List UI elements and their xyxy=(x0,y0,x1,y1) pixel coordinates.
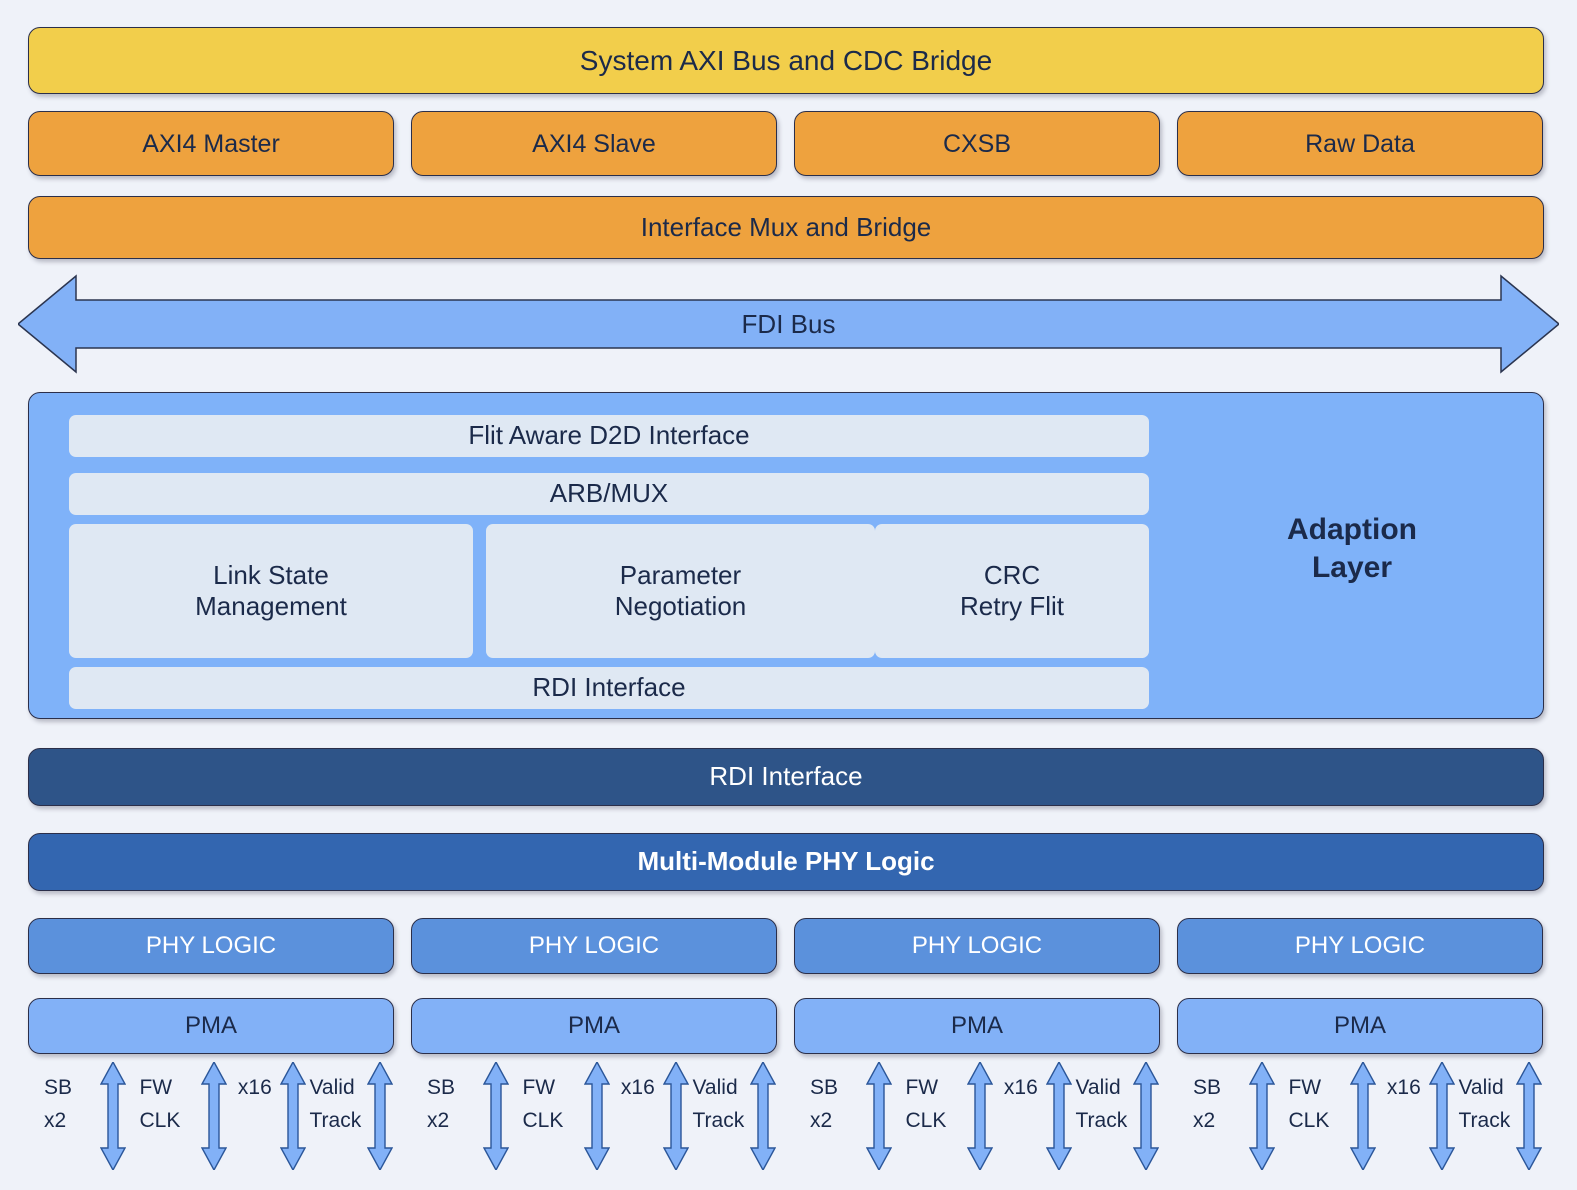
fdi-bus-double-arrow-icon xyxy=(18,274,1559,374)
signal-label-sb-x2-4: SB x2 xyxy=(1193,1076,1222,1132)
adaption-layer-container[interactable]: Flit Aware D2D Interface ARB/MUX Link St… xyxy=(28,392,1544,719)
signal-label-x16-2: x16 xyxy=(620,1076,655,1099)
pma-block-4[interactable]: PMA xyxy=(1177,998,1543,1054)
signal-arrow-sb-x2-1 xyxy=(100,1062,126,1170)
vertical-double-arrow-icon xyxy=(1516,1062,1543,1170)
signal-label-valid-track-1: Valid Track xyxy=(309,1076,362,1132)
axi4-slave-block[interactable]: AXI4 Slave xyxy=(411,111,777,176)
vertical-double-arrow-icon xyxy=(100,1062,126,1170)
phy-logic-block-4[interactable]: PHY LOGIC xyxy=(1177,918,1543,974)
signal-arrow-x16-1 xyxy=(279,1062,306,1170)
signal-arrow-fw-clk-3 xyxy=(967,1062,994,1170)
vertical-double-arrow-icon xyxy=(201,1062,228,1170)
signal-label-fw-clk-4: FW CLK xyxy=(1288,1076,1330,1132)
vertical-double-arrow-icon xyxy=(866,1062,892,1170)
phy-logic-block-2[interactable]: PHY LOGIC xyxy=(411,918,777,974)
signal-arrow-valid-track-4 xyxy=(1516,1062,1543,1170)
signal-arrow-sb-x2-3 xyxy=(866,1062,892,1170)
pma-block-1[interactable]: PMA xyxy=(28,998,394,1054)
signal-arrow-fw-clk-2 xyxy=(584,1062,611,1170)
signal-label-fw-clk-3: FW CLK xyxy=(905,1076,947,1132)
vertical-double-arrow-icon xyxy=(279,1062,306,1170)
fdi-bus-label: FDI Bus xyxy=(741,308,836,339)
signal-group-valid-track-1: Valid Track xyxy=(309,1062,394,1170)
parameter-negotiation-panel[interactable]: Parameter Negotiation xyxy=(486,524,875,658)
vertical-double-arrow-icon xyxy=(584,1062,611,1170)
signal-label-valid-track-4: Valid Track xyxy=(1458,1076,1511,1132)
phy-logic-block-3[interactable]: PHY LOGIC xyxy=(794,918,1160,974)
signal-group-sb-x2-2: SB x2 xyxy=(427,1062,516,1170)
vertical-double-arrow-icon xyxy=(662,1062,689,1170)
vertical-double-arrow-icon xyxy=(1350,1062,1377,1170)
system-axi-bus-cdc-bridge-block[interactable]: System AXI Bus and CDC Bridge xyxy=(28,27,1544,94)
signal-arrow-fw-clk-4 xyxy=(1350,1062,1377,1170)
signal-group-valid-track-2: Valid Track xyxy=(692,1062,777,1170)
signal-label-fw-clk-2: FW CLK xyxy=(522,1076,564,1132)
signal-group-fw-clk-1: FW CLK xyxy=(139,1062,233,1170)
signal-group-fw-clk-3: FW CLK xyxy=(905,1062,999,1170)
lane-signals-4: SB x2 FW CLK x16 Valid Track xyxy=(1193,1062,1543,1174)
signal-group-x16-2: x16 xyxy=(621,1062,693,1170)
signal-label-x16-4: x16 xyxy=(1386,1076,1421,1099)
pma-block-2[interactable]: PMA xyxy=(411,998,777,1054)
signal-group-x16-1: x16 xyxy=(238,1062,310,1170)
vertical-double-arrow-icon xyxy=(1133,1062,1160,1170)
flit-aware-d2d-interface-panel[interactable]: Flit Aware D2D Interface xyxy=(69,415,1149,457)
adaption-layer-title: Adaption Layer xyxy=(1287,513,1417,584)
crc-retry-flit-panel[interactable]: CRC Retry Flit xyxy=(875,524,1149,658)
signal-arrow-fw-clk-1 xyxy=(201,1062,228,1170)
signal-group-sb-x2-3: SB x2 xyxy=(810,1062,899,1170)
lane-signals-3: SB x2 FW CLK x16 Valid Track xyxy=(810,1062,1160,1174)
signal-group-x16-4: x16 xyxy=(1387,1062,1459,1170)
signal-group-fw-clk-2: FW CLK xyxy=(522,1062,616,1170)
vertical-double-arrow-icon xyxy=(1249,1062,1275,1170)
pma-block-3[interactable]: PMA xyxy=(794,998,1160,1054)
signal-label-x16-3: x16 xyxy=(1003,1076,1038,1099)
signal-label-sb-x2-3: SB x2 xyxy=(810,1076,839,1132)
interface-mux-and-bridge-block[interactable]: Interface Mux and Bridge xyxy=(28,196,1544,259)
signal-label-x16-1: x16 xyxy=(237,1076,272,1099)
signal-arrow-x16-2 xyxy=(662,1062,689,1170)
signal-group-fw-clk-4: FW CLK xyxy=(1288,1062,1382,1170)
rdi-interface-bar[interactable]: RDI Interface xyxy=(28,748,1544,806)
signal-label-fw-clk-1: FW CLK xyxy=(139,1076,181,1132)
signal-label-sb-x2-2: SB x2 xyxy=(427,1076,456,1132)
lane-signals-1: SB x2 FW CLK x16 Valid Track xyxy=(44,1062,394,1174)
signal-group-sb-x2-1: SB x2 xyxy=(44,1062,133,1170)
signal-label-valid-track-2: Valid Track xyxy=(692,1076,745,1132)
axi4-master-block[interactable]: AXI4 Master xyxy=(28,111,394,176)
multi-module-phy-logic-bar[interactable]: Multi-Module PHY Logic xyxy=(28,833,1544,891)
signal-group-valid-track-4: Valid Track xyxy=(1458,1062,1543,1170)
raw-data-block[interactable]: Raw Data xyxy=(1177,111,1543,176)
signal-arrow-x16-3 xyxy=(1045,1062,1072,1170)
signal-arrow-x16-4 xyxy=(1428,1062,1455,1170)
signal-group-x16-3: x16 xyxy=(1004,1062,1076,1170)
vertical-double-arrow-icon xyxy=(1428,1062,1455,1170)
signal-group-sb-x2-4: SB x2 xyxy=(1193,1062,1282,1170)
vertical-double-arrow-icon xyxy=(483,1062,509,1170)
lane-signals-2: SB x2 FW CLK x16 Valid Track xyxy=(427,1062,777,1174)
vertical-double-arrow-icon xyxy=(750,1062,777,1170)
rdi-interface-panel[interactable]: RDI Interface xyxy=(69,667,1149,709)
arb-mux-panel[interactable]: ARB/MUX xyxy=(69,473,1149,515)
signal-arrow-valid-track-2 xyxy=(750,1062,777,1170)
signal-arrow-sb-x2-2 xyxy=(483,1062,509,1170)
cxsb-block[interactable]: CXSB xyxy=(794,111,1160,176)
signal-label-sb-x2-1: SB x2 xyxy=(44,1076,73,1132)
phy-logic-block-1[interactable]: PHY LOGIC xyxy=(28,918,394,974)
vertical-double-arrow-icon xyxy=(367,1062,394,1170)
link-state-management-panel[interactable]: Link State Management xyxy=(69,524,473,658)
signal-arrow-valid-track-3 xyxy=(1133,1062,1160,1170)
fdi-bus-arrow[interactable]: FDI Bus xyxy=(18,272,1559,376)
vertical-double-arrow-icon xyxy=(967,1062,994,1170)
signal-label-valid-track-3: Valid Track xyxy=(1075,1076,1128,1132)
signal-arrow-sb-x2-4 xyxy=(1249,1062,1275,1170)
signal-group-valid-track-3: Valid Track xyxy=(1075,1062,1160,1170)
vertical-double-arrow-icon xyxy=(1045,1062,1072,1170)
signal-arrow-valid-track-1 xyxy=(367,1062,394,1170)
